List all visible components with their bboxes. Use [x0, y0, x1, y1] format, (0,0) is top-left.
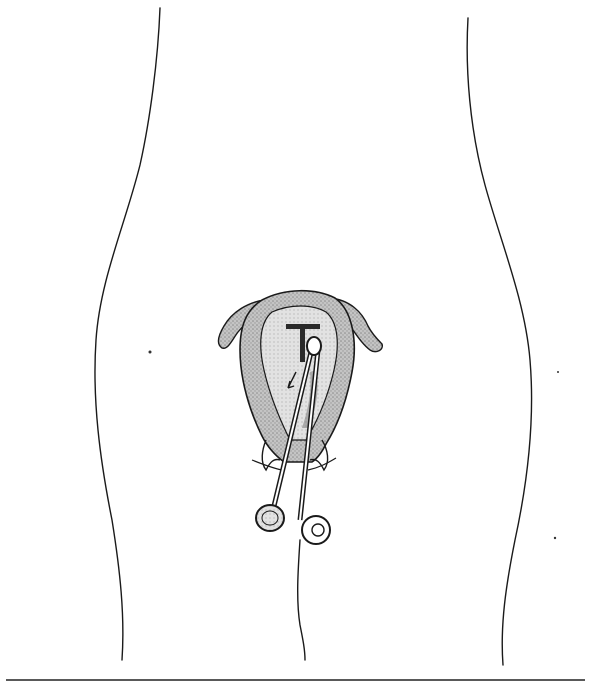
body-outline-right	[467, 18, 531, 665]
speck	[554, 537, 556, 539]
handle-ring-right	[302, 516, 330, 544]
uterus	[218, 291, 382, 470]
body-outline-left	[95, 8, 160, 660]
inserter-tip	[307, 337, 321, 355]
handle-ring-left	[256, 505, 284, 531]
inserter-handle-rings	[256, 505, 330, 544]
inner-thigh-line	[298, 540, 305, 660]
iud-stem	[300, 326, 305, 362]
speck	[149, 351, 152, 354]
speck	[557, 371, 559, 373]
